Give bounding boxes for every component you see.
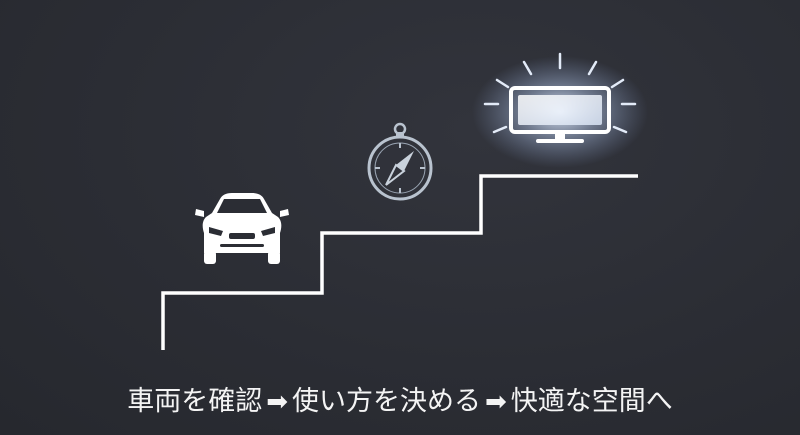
compass-icon: [367, 122, 433, 201]
staircase-line: [161, 174, 638, 350]
arrow-1-icon: ➡: [266, 387, 288, 417]
arrow-2-icon: ➡: [485, 387, 507, 417]
process-caption: 車両を確認➡使い方を決める➡快適な空間へ: [0, 382, 800, 422]
step-2-label: 使い方を決める: [292, 386, 481, 417]
step-3-label: 快適な空間へ: [510, 386, 673, 417]
step-1-label: 車両を確認: [127, 386, 263, 417]
car-icon: [195, 193, 289, 264]
glowing-monitor-icon: [472, 52, 648, 168]
